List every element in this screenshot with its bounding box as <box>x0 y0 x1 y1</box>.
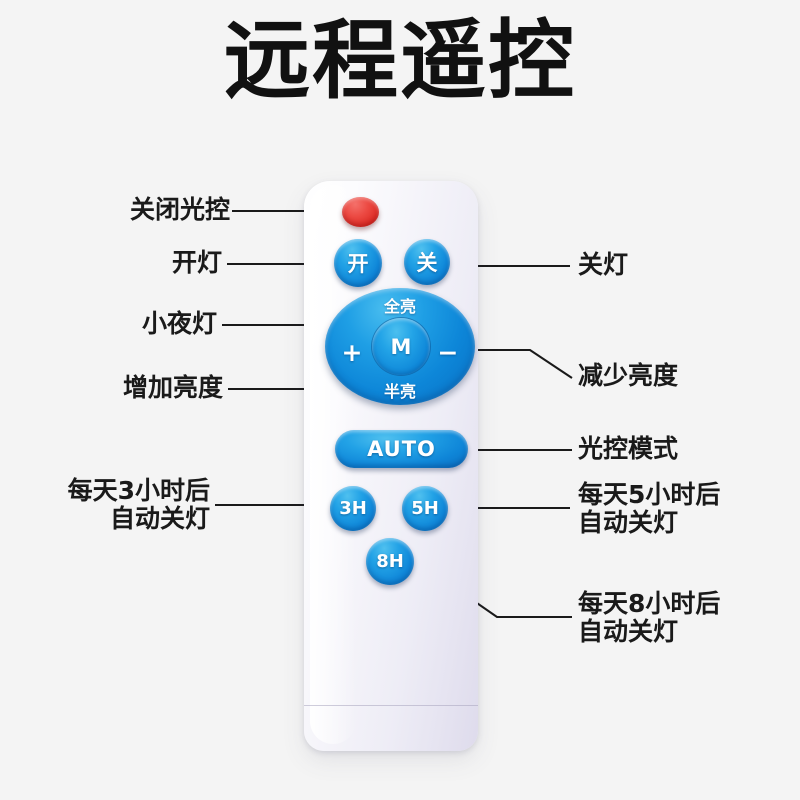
mode-button[interactable]: M <box>372 318 430 375</box>
callout-night-light: 小夜灯 <box>141 309 217 338</box>
timer-3h-button[interactable]: 3H <box>330 486 376 531</box>
remote-control-body: 开 关 全亮 + − 半亮 M AUTO 3H 5H 8H <box>304 181 478 751</box>
timer-5h-button[interactable]: 5H <box>402 486 448 531</box>
light-sensor-off-button[interactable] <box>342 197 379 227</box>
callout-decrease-bright: 减少亮度 <box>578 361 679 390</box>
callout-auto-mode: 光控模式 <box>578 434 679 463</box>
power-on-button[interactable]: 开 <box>334 239 382 287</box>
callout-light-sensor-off: 关闭光控 <box>129 195 230 224</box>
callout-timer-5h: 每天5小时后 自动关灯 <box>578 480 721 537</box>
power-off-button[interactable]: 关 <box>404 239 450 285</box>
callout-light-on: 开灯 <box>171 248 222 277</box>
half-bright-label[interactable]: 半亮 <box>383 382 416 401</box>
callout-increase-bright: 增加亮度 <box>122 373 223 402</box>
callout-light-off: 关灯 <box>578 250 629 279</box>
auto-mode-button[interactable]: AUTO <box>335 430 468 468</box>
callout-timer-3h: 每天3小时后 自动关灯 <box>67 476 210 533</box>
battery-door-seam <box>304 705 478 706</box>
timer-8h-button[interactable]: 8H <box>366 538 414 585</box>
leader-decrease-bright <box>464 348 573 379</box>
brightness-dpad[interactable]: 全亮 + − 半亮 M <box>325 288 475 405</box>
page-title: 远程遥控 <box>224 11 576 111</box>
callout-timer-8h: 每天8小时后 自动关灯 <box>578 589 721 646</box>
full-bright-label[interactable]: 全亮 <box>383 297 416 316</box>
increase-brightness-button[interactable]: + <box>341 338 363 367</box>
decrease-brightness-button[interactable]: − <box>437 338 459 367</box>
